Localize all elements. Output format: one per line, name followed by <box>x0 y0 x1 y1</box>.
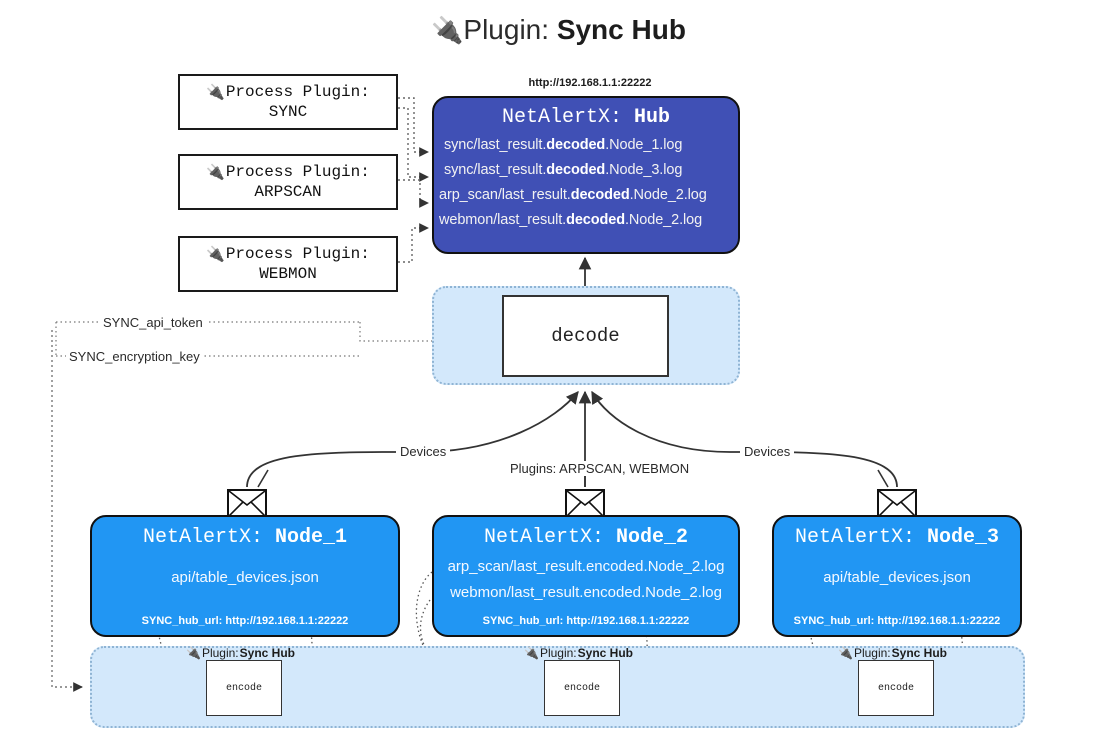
page-title: 🔌Plugin: Sync Hub <box>0 14 1117 46</box>
encode-box-node-3[interactable]: encode <box>858 660 934 716</box>
process-plugin-arpscan[interactable]: 🔌 Process Plugin: ARPSCAN <box>178 154 398 210</box>
plug-icon: 🔌 <box>524 646 539 660</box>
process-plugin-name: WEBMON <box>259 265 317 283</box>
node-title: NetAlertX: Node_2 <box>483 526 689 549</box>
plugin-tag-prefix: Plugin: <box>539 646 577 660</box>
decode-box[interactable]: decode <box>502 295 669 377</box>
encode-box-node-1[interactable]: encode <box>206 660 282 716</box>
plugin-tag-node-3: 🔌 Plugin: Sync Hub <box>838 646 947 660</box>
plugin-tag-name: Sync Hub <box>577 646 633 660</box>
process-plugin-sync[interactable]: 🔌 Process Plugin: SYNC <box>178 74 398 130</box>
process-plugin-label: Process Plugin: <box>225 83 370 101</box>
hub-title-name: Hub <box>634 106 671 129</box>
page-title-name: Sync Hub <box>556 14 686 45</box>
hub-node[interactable]: NetAlertX: Hub sync/last_result.decoded.… <box>432 96 740 254</box>
process-plugin-label: Process Plugin: <box>225 163 370 181</box>
node-data-line: api/table_devices.json <box>171 569 319 586</box>
flow-label-devices-right: Devices <box>740 444 795 459</box>
node-footer: SYNC_hub_url: http://192.168.1.1:22222 <box>793 615 1001 627</box>
hub-url-label: http://192.168.1.1:22222 <box>528 77 652 89</box>
hub-log-row: sync/last_result.decoded.Node_1.log <box>444 137 683 153</box>
plug-icon: 🔌 <box>431 15 464 45</box>
hub-title: NetAlertX: Hub <box>434 106 738 129</box>
node-footer: SYNC_hub_url: http://192.168.1.1:22222 <box>141 615 349 627</box>
plugin-tag-node-2: 🔌 Plugin: Sync Hub <box>524 646 633 660</box>
plugin-tag-prefix: Plugin: <box>853 646 891 660</box>
envelope-icon <box>565 489 605 518</box>
flow-label-devices-left: Devices <box>396 444 451 459</box>
process-plugin-name: ARPSCAN <box>254 183 322 201</box>
hub-title-prefix: NetAlertX: <box>501 106 622 129</box>
node-title: NetAlertX: Node_1 <box>142 526 348 549</box>
node-node-2[interactable]: NetAlertX: Node_2 arp_scan/last_result.e… <box>432 515 740 637</box>
plugin-tag-name: Sync Hub <box>891 646 947 660</box>
node-footer: SYNC_hub_url: http://192.168.1.1:22222 <box>482 615 690 627</box>
node-node-3[interactable]: NetAlertX: Node_3 api/table_devices.json… <box>772 515 1022 637</box>
process-plugin-name: SYNC <box>268 103 308 121</box>
node-node-1[interactable]: NetAlertX: Node_1 api/table_devices.json… <box>90 515 400 637</box>
page-title-prefix: Plugin: <box>463 14 550 45</box>
hub-log-row: arp_scan/last_result.decoded.Node_2.log <box>439 187 707 203</box>
plug-icon: 🔌 <box>206 162 225 181</box>
envelope-icon <box>877 489 917 518</box>
node-data-line: webmon/last_result.encoded.Node_2.log <box>450 584 722 601</box>
node-data-line: api/table_devices.json <box>823 569 971 586</box>
plug-icon: 🔌 <box>838 646 853 660</box>
process-plugin-label: Process Plugin: <box>225 245 370 263</box>
flow-label-plugins-center: Plugins: ARPSCAN, WEBMON <box>506 461 694 476</box>
plugin-tag-name: Sync Hub <box>239 646 295 660</box>
plugin-tag-node-1: 🔌 Plugin: Sync Hub <box>186 646 295 660</box>
plugin-tag-prefix: Plugin: <box>201 646 239 660</box>
hub-log-row: webmon/last_result.decoded.Node_2.log <box>439 212 703 228</box>
process-plugin-webmon[interactable]: 🔌 Process Plugin: WEBMON <box>178 236 398 292</box>
edge-label-sync-api-token: SYNC_api_token <box>100 315 206 330</box>
node-title: NetAlertX: Node_3 <box>794 526 1000 549</box>
plug-icon: 🔌 <box>206 82 225 101</box>
hub-log-row: sync/last_result.decoded.Node_3.log <box>444 162 683 178</box>
envelope-icon <box>227 489 267 518</box>
edge-label-sync-encryption-key: SYNC_encryption_key <box>66 349 203 364</box>
plug-icon: 🔌 <box>186 646 201 660</box>
encode-box-node-2[interactable]: encode <box>544 660 620 716</box>
node-data-line: arp_scan/last_result.encoded.Node_2.log <box>447 558 725 575</box>
plug-icon: 🔌 <box>206 244 225 263</box>
